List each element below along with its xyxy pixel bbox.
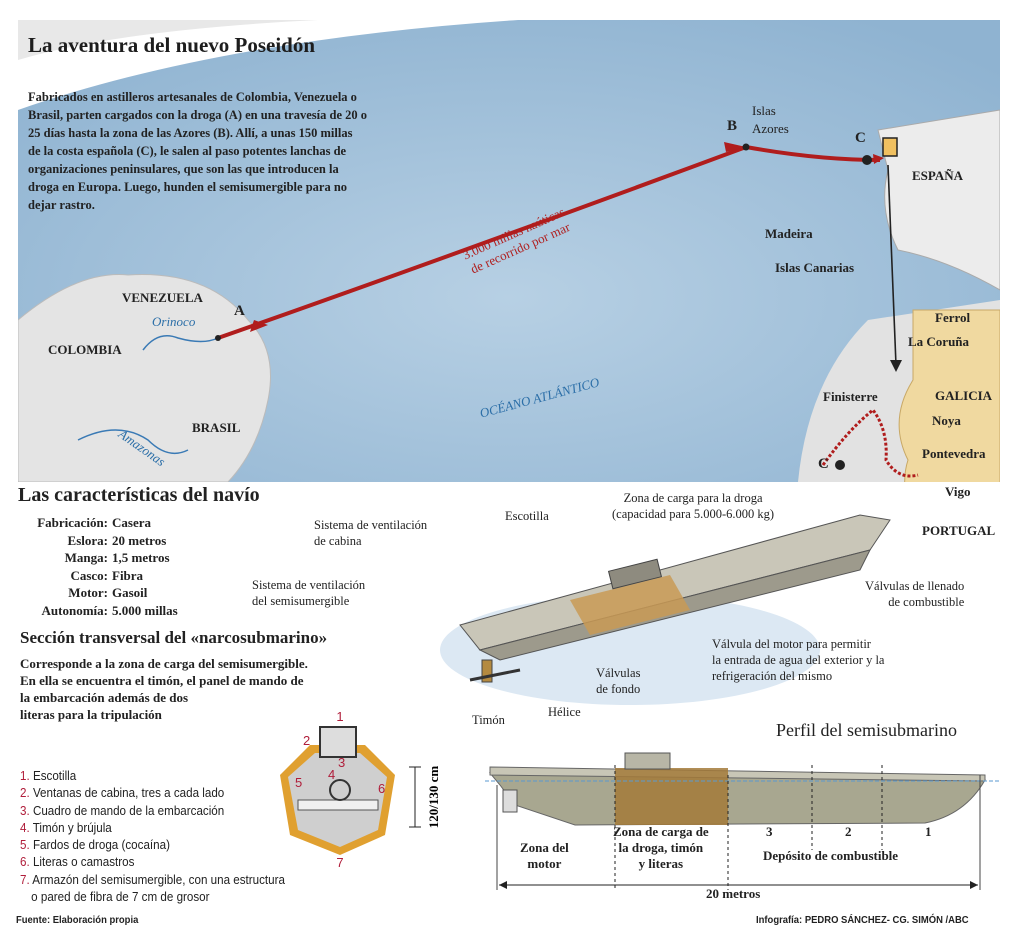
legend-item: o pared de fibra de 7 cm de grosor — [31, 890, 210, 905]
label-portugal: PORTUGAL — [922, 523, 996, 538]
profile-title: Perfil del semisubmarino — [776, 720, 957, 740]
main-title: La aventura del nuevo Poseidón — [28, 33, 316, 57]
callout-timon: Timón — [472, 713, 505, 727]
spec-row: Eslora:20 metros — [67, 532, 167, 548]
intro-text: Fabricados en astilleros artesanales de … — [28, 90, 367, 212]
legend-item: 6. Literas o camastros — [20, 855, 135, 870]
section-legend: 1. Escotilla 2. Ventanas de cabina, tres… — [20, 768, 285, 906]
num-1: 1 — [336, 709, 343, 724]
point-c-galicia: C — [818, 456, 829, 472]
label-colombia: COLOMBIA — [48, 342, 122, 357]
num-4: 4 — [328, 767, 335, 782]
spec-list: Fabricación:Casera Eslora:20 metros Mang… — [18, 514, 178, 619]
height-label: 120/130 cm — [426, 766, 441, 829]
label-length: 20 metros — [706, 886, 761, 901]
label-noya: Noya — [932, 413, 961, 428]
label-orinoco: Orinoco — [152, 314, 196, 329]
spec-row: Fabricación:Casera — [37, 515, 151, 530]
legend-item: 7. Armazón del semisumergible, con una e… — [20, 872, 285, 887]
label-vigo: Vigo — [945, 484, 971, 499]
callout-escotilla: Escotilla — [505, 509, 549, 523]
callout-carga: Zona de carga para la droga(capacidad pa… — [612, 491, 775, 521]
ship-title: Las características del navío — [18, 484, 260, 506]
section-title: Sección transversal del «narcosubmarino» — [20, 628, 328, 647]
label-ferrol: Ferrol — [935, 310, 971, 325]
spec-row: Motor:Gasoil — [68, 585, 148, 600]
num-7: 7 — [336, 855, 343, 870]
label-canarias: Islas Canarias — [775, 260, 855, 275]
legend-item: 4. Timón y brújula — [20, 820, 112, 835]
route-line — [217, 144, 881, 340]
label-galicia: GALICIA — [935, 388, 993, 403]
south-america-land — [18, 274, 271, 482]
label-espana: ESPAÑA — [912, 168, 964, 183]
label-finisterre: Finisterre — [823, 389, 878, 404]
label-venezuela: VENEZUELA — [122, 290, 203, 305]
num-6: 6 — [378, 781, 385, 796]
iberia-land — [877, 109, 1000, 291]
point-a: A — [234, 303, 245, 319]
num-5: 5 — [295, 775, 302, 790]
label-azores-2: Azores — [752, 121, 789, 136]
spec-row: Manga:1,5 metros — [64, 550, 170, 565]
label-brasil: BRASIL — [192, 420, 241, 435]
label-madeira: Madeira — [765, 226, 813, 241]
tank-3: 3 — [766, 824, 773, 839]
point-b: B — [727, 118, 738, 134]
galicia-inset — [898, 309, 1000, 482]
section-text: Corresponde a la zona de carga del semis… — [20, 656, 308, 722]
tank-2: 2 — [845, 824, 852, 839]
profile-illustration — [485, 752, 1000, 890]
spec-row: Casco:Fibra — [70, 567, 144, 583]
legend-item: 1. Escotilla — [20, 769, 77, 783]
ship-illustration — [440, 514, 891, 705]
cross-section-illustration: 1 2 3 4 5 6 7 120/130 cm — [280, 709, 441, 870]
callout-helice: Hélice — [548, 705, 581, 719]
label-coruna: La Coruña — [908, 334, 970, 349]
route-map — [18, 20, 1000, 482]
legend-item: 5. Fardos de droga (cocaína) — [20, 838, 170, 853]
num-3: 3 — [338, 755, 345, 770]
footer-credit: Infografía: PEDRO SÁNCHEZ- CG. SIMÓN /AB… — [756, 914, 969, 926]
footer-source: Fuente: Elaboración propia — [16, 914, 139, 926]
legend-item: 3. Cuadro de mando de la embarcación — [20, 803, 225, 818]
label-deposito: Depósito de combustible — [763, 848, 899, 863]
label-pontevedra: Pontevedra — [922, 446, 986, 461]
spec-row: Autonomía:5.000 millas — [41, 602, 178, 618]
tank-1: 1 — [925, 824, 932, 839]
point-c: C — [855, 130, 866, 146]
label-azores: Islas — [752, 103, 776, 118]
legend-item: 2. Ventanas de cabina, tres a cada lado — [20, 786, 225, 801]
num-2: 2 — [303, 733, 310, 748]
